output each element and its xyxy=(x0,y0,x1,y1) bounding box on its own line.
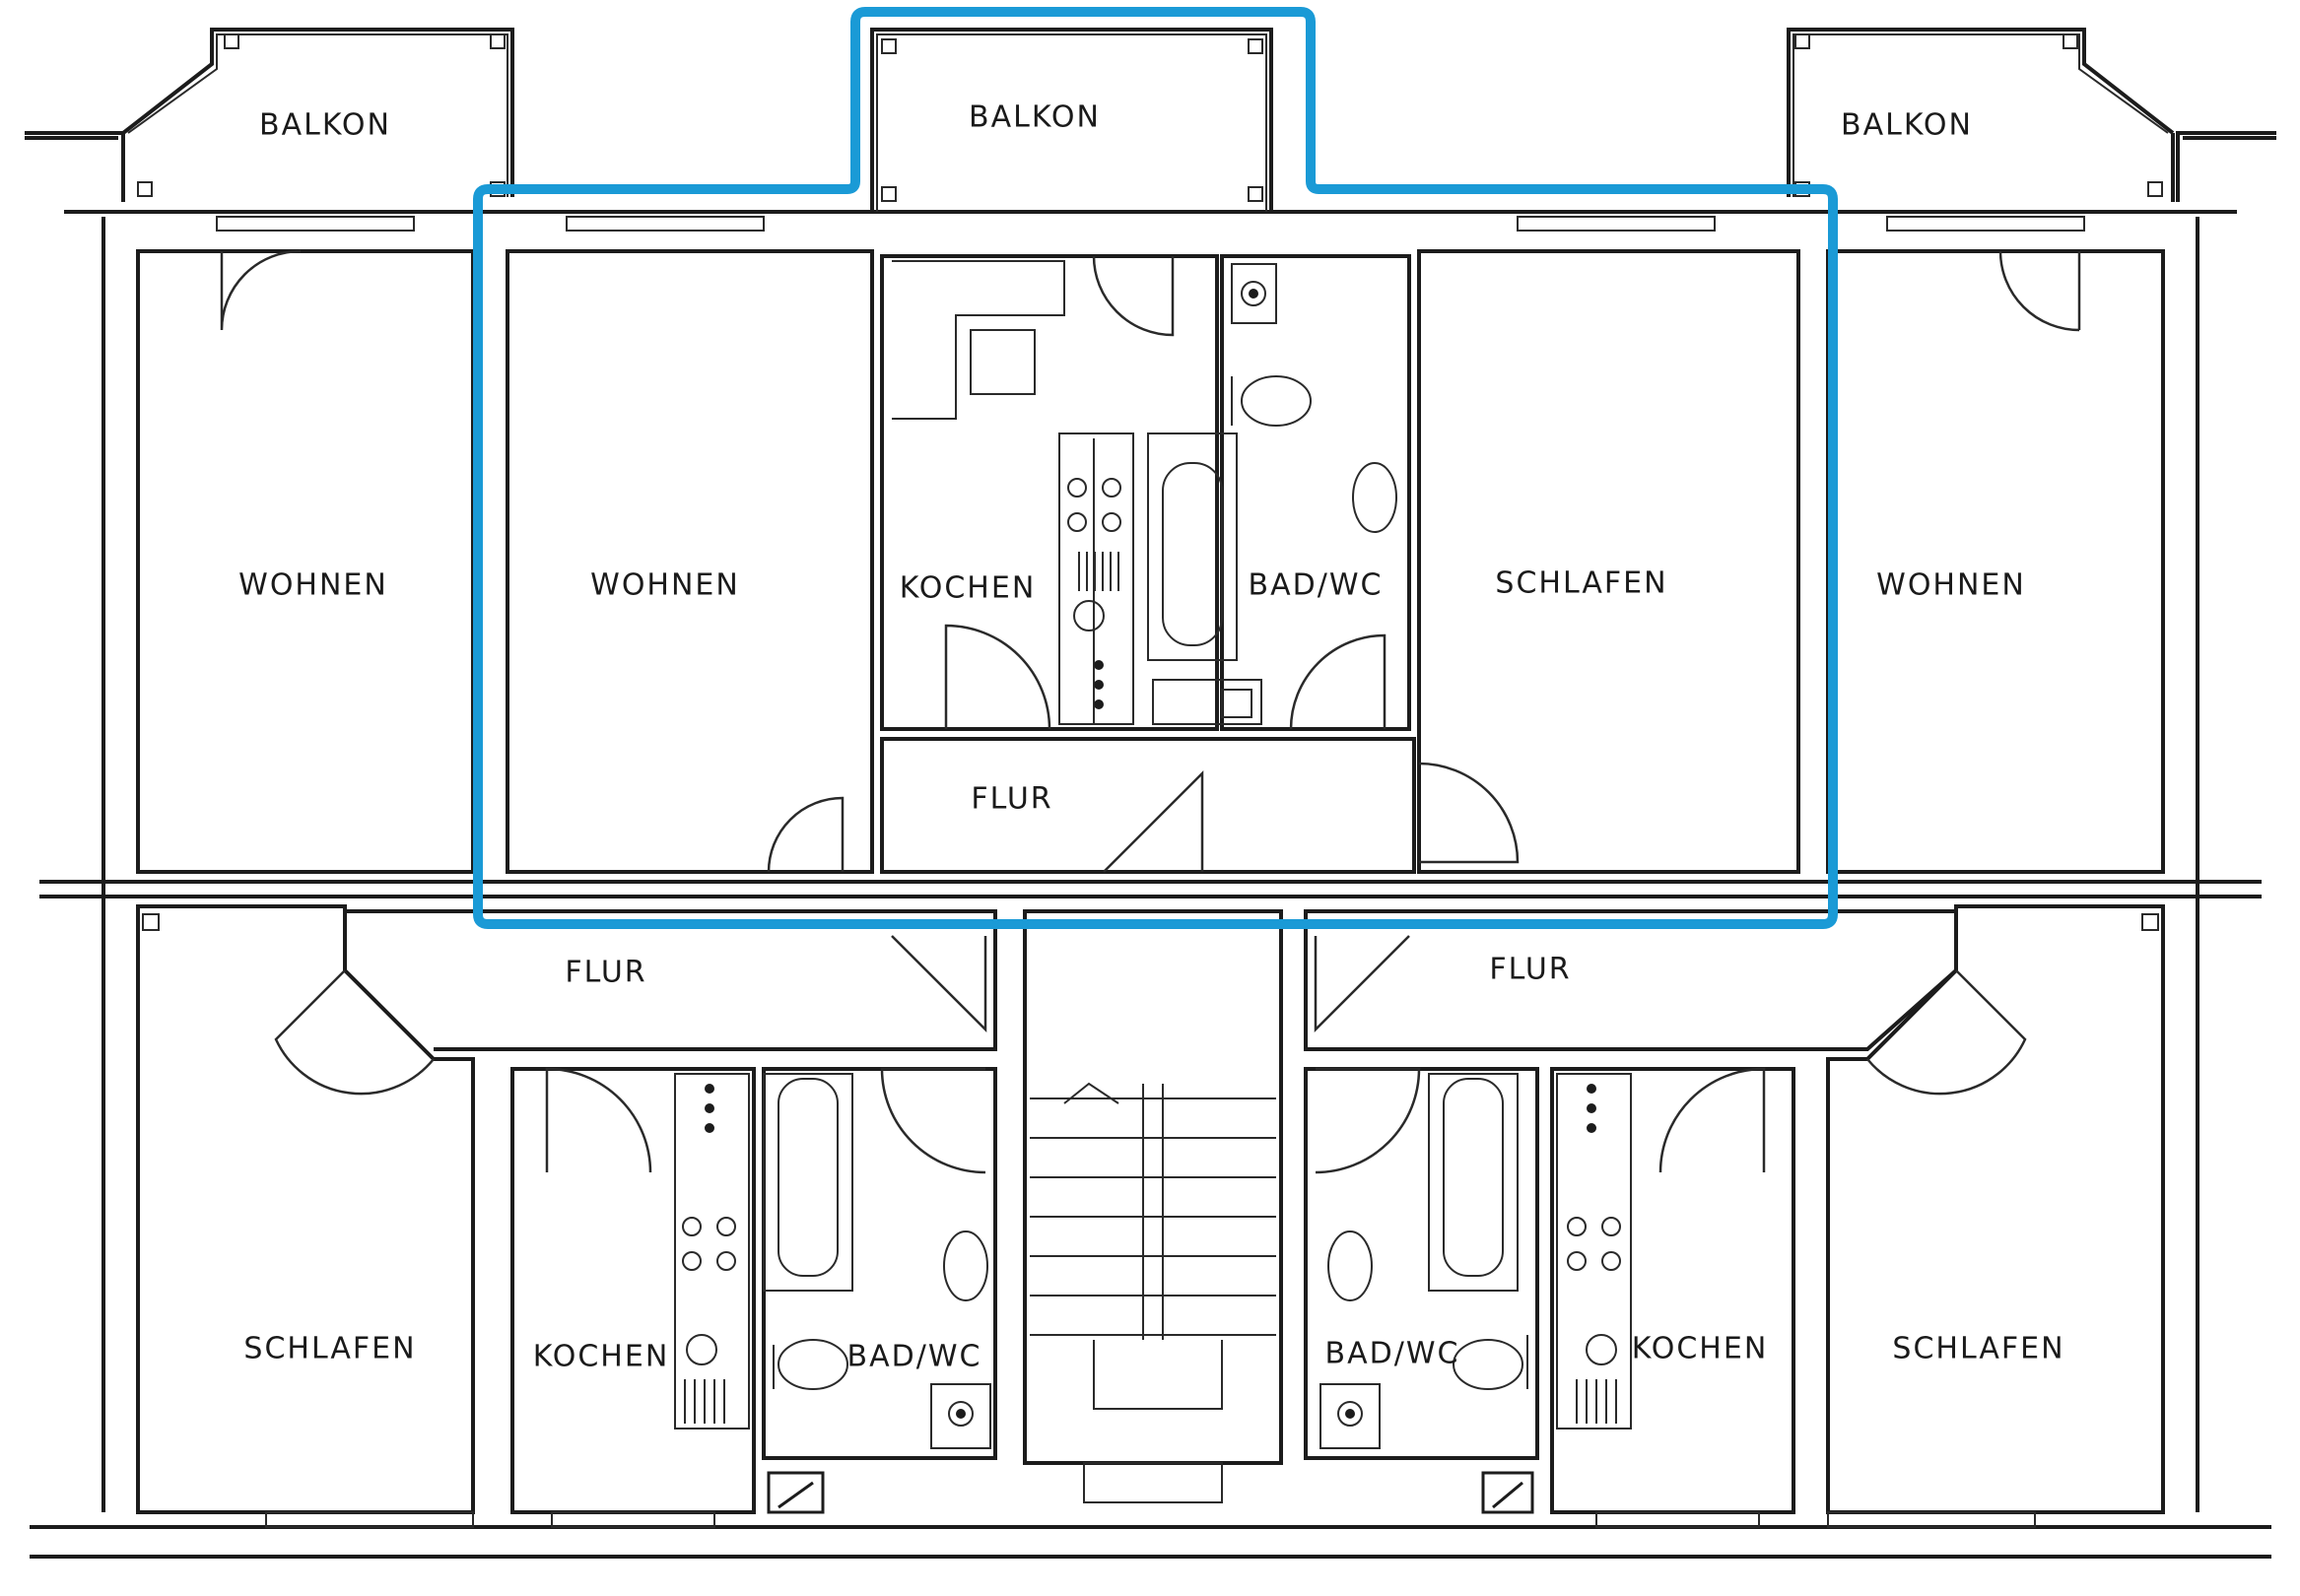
label-schlafen-lower-left: SCHLAFEN xyxy=(243,1332,416,1366)
label-flur-lower-left: FLUR xyxy=(565,956,646,990)
flur-upper xyxy=(880,737,1416,874)
apartment-highlight-outline xyxy=(473,7,1838,929)
label-flur-upper: FLUR xyxy=(971,782,1052,817)
staircase xyxy=(1023,909,1283,1503)
room-wohnen-left xyxy=(136,216,475,874)
room-schlafen-lower-right xyxy=(1826,904,2165,1528)
room-kochen-lower-left xyxy=(510,1067,756,1528)
room-bad-wc-lower-right xyxy=(1304,1067,1539,1514)
balcony-right xyxy=(1787,28,2175,202)
flur-lower-right xyxy=(1304,909,1958,1051)
room-kochen-upper xyxy=(880,254,1219,731)
room-schlafen-upper xyxy=(1417,216,1800,874)
label-balkon-center: BALKON xyxy=(969,100,1101,135)
label-balkon-right: BALKON xyxy=(1841,108,1973,143)
label-balkon-left: BALKON xyxy=(259,108,391,143)
label-kochen-lower-right: KOCHEN xyxy=(1632,1332,1769,1366)
room-wohnen-right xyxy=(1826,216,2165,874)
label-bad-wc-lower-right: BAD/WC xyxy=(1325,1337,1460,1371)
label-wohnen-right: WOHNEN xyxy=(1876,568,2026,603)
label-wohnen-left: WOHNEN xyxy=(238,568,388,603)
room-kochen-lower-right xyxy=(1550,1067,1795,1528)
room-bad-wc-upper xyxy=(1147,254,1411,731)
room-wohnen-center xyxy=(506,216,874,874)
label-schlafen-lower-right: SCHLAFEN xyxy=(1892,1332,2064,1366)
label-bad-wc-lower-left: BAD/WC xyxy=(847,1340,982,1374)
label-wohnen-center: WOHNEN xyxy=(590,568,740,603)
label-flur-lower-right: FLUR xyxy=(1489,953,1571,987)
room-schlafen-lower-left xyxy=(136,904,475,1528)
room-bad-wc-lower-left xyxy=(762,1067,997,1514)
label-bad-wc-upper: BAD/WC xyxy=(1249,568,1384,603)
label-kochen-upper: KOCHEN xyxy=(900,571,1037,606)
label-schlafen-upper: SCHLAFEN xyxy=(1495,566,1667,601)
label-kochen-lower-left: KOCHEN xyxy=(533,1340,670,1374)
balcony-center xyxy=(870,28,1273,212)
flur-lower-left xyxy=(345,909,997,1051)
balcony-left xyxy=(121,28,514,202)
